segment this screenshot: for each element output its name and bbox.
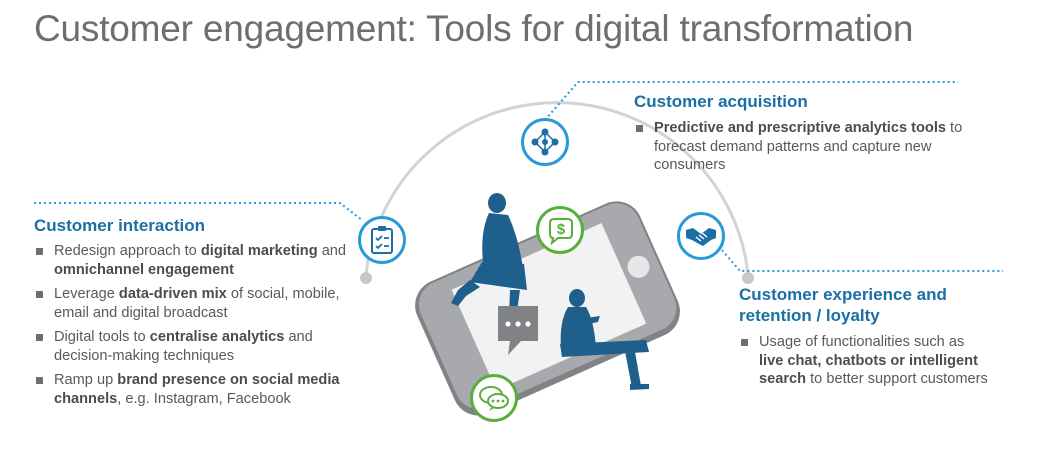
phone-illustration — [415, 201, 680, 416]
text: Leverage — [54, 286, 119, 302]
list-item: Usage of functionalities such as live ch… — [739, 333, 989, 389]
text: , e.g. Instagram, Facebook — [117, 390, 291, 407]
bold-text: centralise analytics — [149, 329, 285, 345]
experience-heading: Customer experience and retention / loya… — [739, 284, 947, 326]
bold-text: data-driven mix — [118, 286, 227, 302]
text: to forecast demand patterns and capture … — [654, 120, 963, 173]
chat-bubble-icon — [498, 306, 538, 355]
list-item: Leverage data-driven mix of social, mobi… — [34, 285, 369, 322]
svg-text:$: $ — [557, 221, 566, 238]
text: and decision-making techniques — [54, 329, 313, 364]
bold-text: omnichannel engagement — [54, 261, 235, 278]
acquisition-list: Predictive and prescriptive analytics to… — [634, 119, 964, 181]
bold-text: digital marketing — [200, 243, 318, 259]
list-item: Redesign approach to digital marketing a… — [34, 242, 369, 279]
experience-list: Usage of functionalities such as live ch… — [739, 333, 989, 395]
network-icon — [521, 118, 569, 166]
text: and — [317, 243, 347, 259]
text: of social, mobile, email and digital bro… — [54, 286, 340, 321]
text: Digital tools to — [54, 329, 150, 345]
clipboard-checklist-icon — [358, 216, 406, 264]
list-item: Digital tools to centralise analytics an… — [34, 328, 369, 365]
acquisition-heading: Customer acquisition — [634, 92, 808, 111]
interaction-list: Redesign approach to digital marketing a… — [34, 242, 369, 414]
leader-interaction — [34, 202, 363, 221]
connector-arc — [364, 101, 750, 276]
leader-acquisition — [544, 81, 958, 121]
leader-experience — [721, 249, 1003, 272]
bold-text: Predictive and prescriptive analytics to… — [654, 120, 946, 136]
woman-figure — [451, 193, 527, 318]
arc-end-left — [360, 272, 372, 284]
text: Ramp up — [54, 372, 118, 388]
speech-bubbles-icon — [470, 374, 518, 422]
list-item: Ramp up brand presence on social media c… — [34, 371, 369, 408]
arc-end-right — [742, 272, 754, 284]
text: Redesign approach to — [54, 243, 201, 259]
text: Usage of functionalities such as — [759, 334, 965, 350]
experience-heading-line2: retention / loyalty — [739, 306, 880, 325]
man-figure — [560, 289, 649, 390]
interaction-heading: Customer interaction — [34, 216, 205, 235]
handshake-icon — [677, 212, 725, 260]
bold-text: brand presence on social media channels — [54, 372, 340, 407]
experience-heading-line1: Customer experience and — [739, 285, 947, 304]
page-title: Customer engagement: Tools for digital t… — [34, 8, 914, 49]
list-item: Predictive and prescriptive analytics to… — [634, 119, 964, 175]
dollar-chat-icon: $ — [536, 206, 584, 254]
bold-text: live chat, chatbots or intelligent searc… — [759, 352, 978, 388]
text: to better support customers — [806, 371, 988, 387]
